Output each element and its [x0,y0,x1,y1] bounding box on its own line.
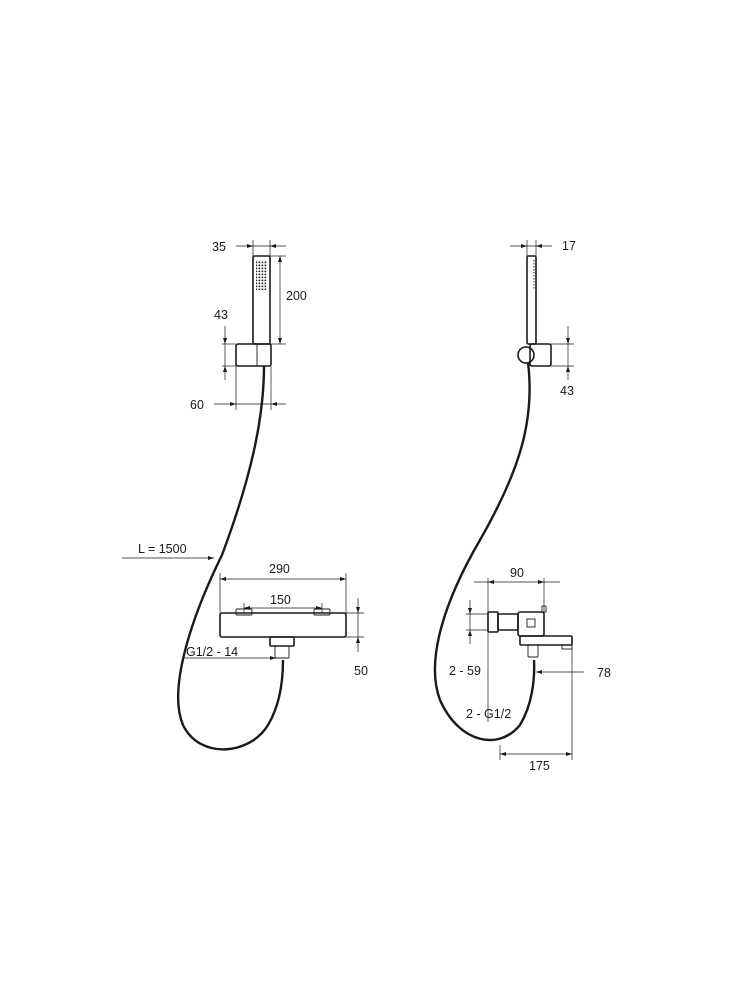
dim-eccentric-range: 2 - 59 [449,664,481,678]
side-view: 17 43 90 2 - 59 2 - G1/2 78 175 [433,239,611,773]
dimension-labels-front: 35 200 43 60 L = 1500 290 150 G1/2 - 14 … [138,240,368,678]
side-shower-holder [517,343,552,367]
dim-side-holder-height: 43 [560,384,574,398]
dim-holder-projection: 60 [190,398,204,412]
side-hose [433,361,536,742]
front-shower-holder [235,343,272,367]
dim-inlet-connection: G1/2 - 14 [186,645,238,659]
dim-hose-length: L = 1500 [138,542,187,556]
hose [176,365,285,751]
dimension-lines-front [122,240,364,659]
dim-mixer-depth: 90 [510,566,524,580]
dim-spout-height: 78 [597,666,611,680]
dim-holder-height: 43 [214,308,228,322]
dim-mixer-height: 50 [354,664,368,678]
dim-eccentric-thread: 2 - G1/2 [466,707,511,721]
dimension-lines-side [466,240,584,760]
front-hand-shower [252,255,271,345]
side-mixer-body [487,605,573,658]
dimension-arrows-side [468,244,572,756]
dim-handshower-width: 35 [212,240,226,254]
dim-side-handshower-depth: 17 [562,239,576,253]
front-view: 35 200 43 60 L = 1500 290 150 G1/2 - 14 … [122,240,368,751]
dim-handshower-height: 200 [286,289,307,303]
dim-spout-projection: 175 [529,759,550,773]
side-hand-shower [526,255,537,345]
spray-face [256,260,267,290]
dimension-labels-side: 17 43 90 2 - 59 2 - G1/2 78 175 [449,239,611,773]
front-mixer-body [219,608,347,659]
dim-valve-spacing: 150 [270,593,291,607]
dim-mixer-width: 290 [269,562,290,576]
dimension-arrows-front [208,244,360,660]
